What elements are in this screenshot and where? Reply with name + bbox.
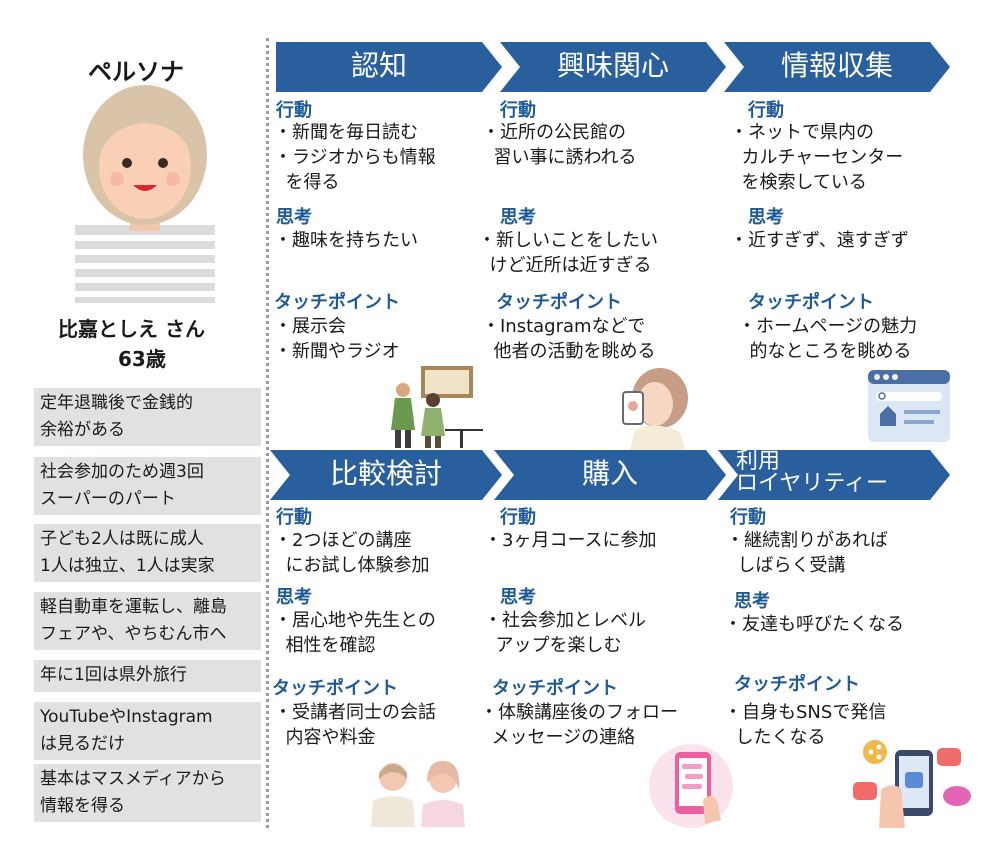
stage-arrow-awareness: [276, 42, 502, 92]
action-heading: 行動: [276, 100, 312, 121]
persona-fact: 社会参加のため週3回 スーパーのパート: [34, 457, 261, 515]
phone-user-illustration: [622, 368, 688, 450]
persona-name: 比嘉としえ さん: [58, 317, 205, 341]
touchpoint-text: ・Instagramなどで 他者の活動を眺める: [482, 316, 656, 362]
persona-fact: 軽自動車を運転し、離島 フェアや、やちむん市へ: [34, 592, 261, 650]
touchpoint-heading: タッチポイント: [734, 674, 860, 695]
stage-arrow-compare: [270, 450, 502, 500]
persona-fact: YouTubeやInstagram は見るだけ: [34, 702, 261, 760]
thought-text: ・趣味を持ちたい: [274, 230, 418, 251]
action-heading: 行動: [276, 507, 312, 528]
action-text: ・新聞を毎日読む ・ラジオからも情報 を得る: [274, 122, 436, 193]
touchpoint-heading: タッチポイント: [496, 292, 622, 313]
action-text: ・3ヶ月コースに参加: [484, 530, 657, 551]
thought-heading: 思考: [500, 587, 536, 608]
stage-arrow-research: [724, 42, 950, 92]
touchpoint-text: ・自身もSNSで発信 したくなる: [724, 702, 887, 748]
persona-fact: 定年退職後で金銭的 余裕がある: [34, 388, 261, 446]
thought-heading: 思考: [276, 207, 312, 228]
action-heading: 行動: [730, 507, 766, 528]
sns-illustration: [853, 740, 971, 828]
touchpoint-text: ・ホームページの魅力 的なところを眺める: [738, 316, 918, 362]
touchpoint-text: ・体験講座後のフォロー メッセージの連絡: [480, 702, 678, 748]
thought-text: ・友達も呼びたくなる: [724, 614, 904, 635]
column-divider: [266, 38, 269, 828]
touchpoint-heading: タッチポイント: [492, 678, 618, 699]
touchpoint-text: ・受講者同士の会話 内容や料金: [274, 702, 436, 748]
stage-label: 購入: [581, 457, 638, 490]
stage-arrow-interest: [500, 42, 726, 92]
exhibition-illustration: [391, 366, 483, 448]
persona-fact: 子ども2人は既に成人 1人は独立、1人は実家: [34, 524, 261, 582]
persona-age: 63歳: [118, 347, 166, 371]
action-text: ・2つほどの講座 にお試し体験参加: [274, 530, 430, 576]
thought-text: ・新しいことをしたい けど近所は近すぎる: [478, 230, 658, 276]
stage-label: 認知: [350, 49, 407, 82]
action-text: ・近所の公民館の 習い事に誘われる: [482, 122, 637, 168]
thought-heading: 思考: [734, 591, 770, 612]
touchpoint-heading: タッチポイント: [274, 292, 400, 313]
stage-arrow-loyalty: [718, 450, 950, 500]
stage-arrow-purchase: [494, 450, 726, 500]
action-heading: 行動: [500, 507, 536, 528]
conversation-illustration: [371, 760, 465, 827]
stage-label: 情報収集: [780, 49, 893, 82]
touchpoint-heading: タッチポイント: [272, 678, 398, 699]
stage-label: 利用 ロイヤリティー: [736, 449, 889, 496]
thought-heading: 思考: [748, 207, 784, 228]
action-text: ・ネットで県内の カルチャーセンター を検索している: [730, 122, 904, 193]
persona-avatar: [75, 85, 215, 303]
thought-heading: 思考: [500, 207, 536, 228]
thought-text: ・近すぎず、遠すぎず: [730, 230, 909, 251]
thought-text: ・居心地や先生との 相性を確認: [274, 610, 436, 656]
persona-fact: 年に1回は県外旅行: [34, 660, 261, 692]
persona-title: ペルソナ: [88, 58, 184, 86]
touchpoint-text: ・展示会 ・新聞やラジオ: [274, 316, 400, 362]
stage-label: 比較検討: [329, 457, 442, 490]
touchpoint-heading: タッチポイント: [748, 292, 874, 313]
action-heading: 行動: [748, 100, 784, 121]
thought-heading: 思考: [276, 587, 312, 608]
smartphone-illustration: [649, 744, 733, 828]
action-heading: 行動: [500, 100, 536, 121]
persona-fact: 基本はマスメディアから 情報を得る: [34, 764, 261, 822]
action-text: ・継続割りがあれば しばらく受講: [726, 530, 888, 576]
thought-text: ・社会参加とレベル アップを楽しむ: [484, 610, 646, 656]
browser-window-icon: [868, 370, 950, 442]
stage-label: 興味関心: [556, 49, 669, 82]
